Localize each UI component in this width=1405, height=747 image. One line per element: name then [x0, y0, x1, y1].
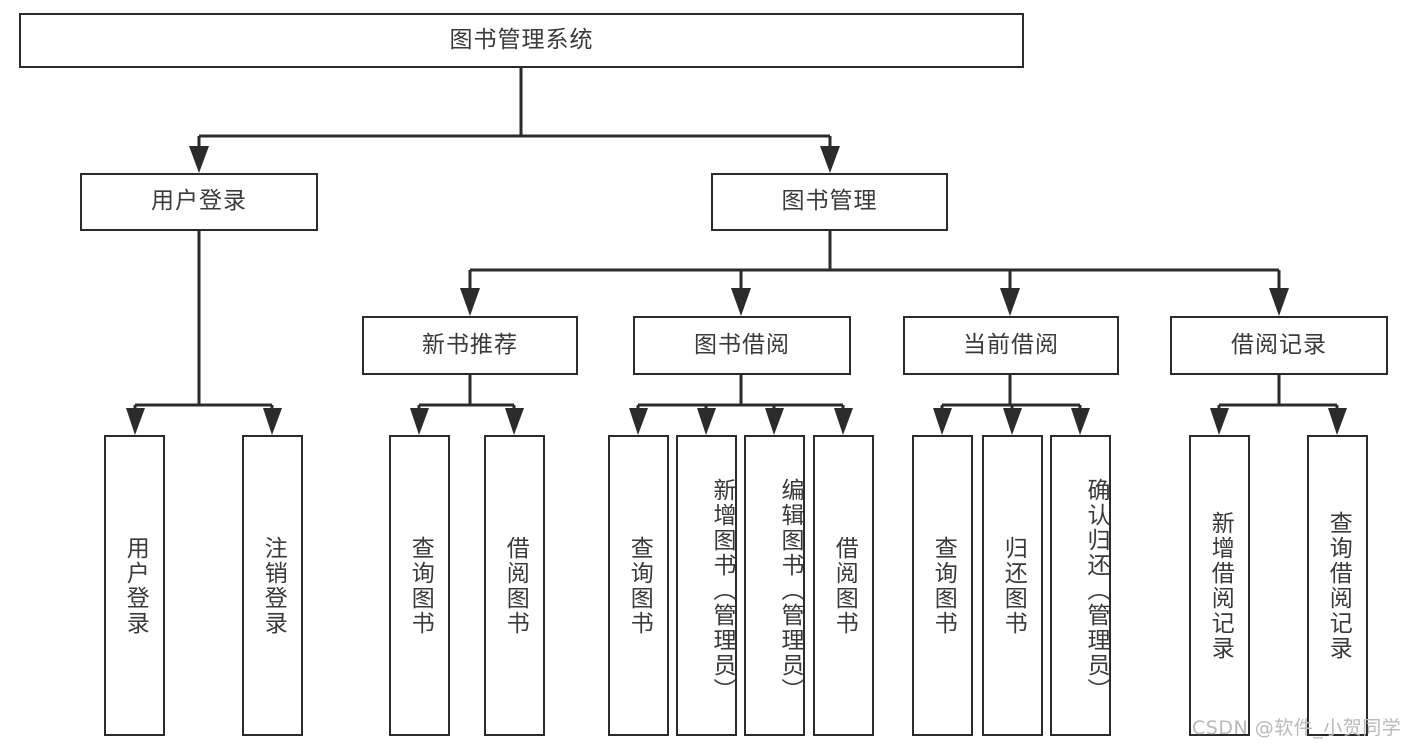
node-book-borrow[interactable]: 图书借阅	[633, 316, 851, 375]
arrowhead-leaf-8	[834, 408, 853, 435]
node-borrow-record[interactable]: 借阅记录	[1170, 316, 1388, 375]
arrowhead-bookmgmt	[820, 146, 840, 173]
arrowhead-leaf-1	[126, 408, 145, 435]
leaf-return-book[interactable]: 归还图书	[982, 435, 1043, 736]
node-root[interactable]: 图书管理系统	[19, 13, 1024, 68]
arrowhead-leaf-6	[697, 408, 716, 435]
node-new-book-recommend[interactable]: 新书推荐	[362, 316, 578, 375]
leaf-query-book-recommend[interactable]: 查询图书	[389, 435, 450, 736]
node-current-borrow[interactable]: 当前借阅	[903, 316, 1119, 375]
arrowhead-leaf-11	[1071, 408, 1090, 435]
arrowhead-leaf-5	[629, 408, 648, 435]
arrowhead-current	[1000, 288, 1020, 316]
leaf-query-book-current[interactable]: 查询图书	[912, 435, 973, 736]
leaf-query-book-borrow[interactable]: 查询图书	[608, 435, 669, 736]
watermark: CSDN @软件_小贺同学	[1192, 717, 1402, 739]
node-book-management[interactable]: 图书管理	[711, 173, 948, 231]
node-user-login[interactable]: 用户登录	[80, 173, 318, 231]
arrowhead-borrow	[731, 288, 751, 316]
leaf-user-login[interactable]: 用户登录	[104, 435, 165, 736]
arrowhead-newbook	[460, 288, 480, 316]
arrowhead-leaf-13	[1328, 408, 1347, 435]
arrowhead-leaf-12	[1210, 408, 1229, 435]
leaf-add-borrow-record[interactable]: 新增借阅记录	[1189, 435, 1250, 736]
leaf-query-borrow-record[interactable]: 查询借阅记录	[1307, 435, 1368, 736]
leaf-logout[interactable]: 注销登录	[242, 435, 303, 736]
leaf-edit-book-admin[interactable]: 编辑图书（管理员）	[744, 435, 805, 736]
arrowhead-leaf-9	[933, 408, 952, 435]
arrowhead-leaf-2	[263, 408, 282, 435]
leaf-confirm-return-admin[interactable]: 确认归还（管理员）	[1050, 435, 1111, 736]
arrowhead-leaf-3	[410, 408, 429, 435]
arrowhead-userlogin	[189, 146, 209, 173]
arrowhead-leaf-7	[765, 408, 784, 435]
leaf-borrow-book-recommend[interactable]: 借阅图书	[484, 435, 545, 736]
leaf-borrow-book[interactable]: 借阅图书	[813, 435, 874, 736]
arrowhead-leaf-10	[1003, 408, 1022, 435]
leaf-add-book-admin[interactable]: 新增图书（管理员）	[676, 435, 737, 736]
arrowhead-leaf-4	[505, 408, 524, 435]
arrowhead-record	[1269, 288, 1289, 316]
